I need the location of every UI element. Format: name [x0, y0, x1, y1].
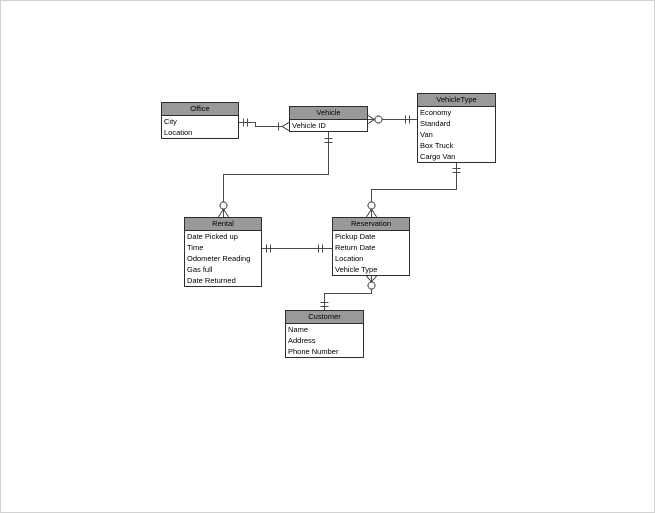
- attribute-row: Date Returned: [187, 276, 236, 285]
- attribute-row: Gas full: [187, 265, 213, 274]
- attribute-row: Pickup Date: [335, 232, 376, 241]
- attribute-row: City: [164, 117, 177, 126]
- attribute-row: Economy: [420, 108, 452, 117]
- connector-vehicletype-reservation[interactable]: [366, 163, 461, 218]
- entity-title: Rental: [185, 218, 261, 231]
- attribute-row: Location: [164, 128, 193, 137]
- attribute-row: Return Date: [335, 243, 376, 252]
- connector-rental-reservation[interactable]: [262, 244, 332, 253]
- attribute-row: Phone Number: [288, 347, 339, 356]
- connector-reservation-customer[interactable]: [320, 275, 377, 310]
- entity-title: Vehicle: [290, 107, 367, 120]
- connector-office-vehicle[interactable]: [239, 118, 290, 131]
- attribute-row: Cargo Van: [420, 152, 456, 161]
- attribute-row: Time: [187, 243, 204, 252]
- connector-vehicle-vehicletype[interactable]: [367, 115, 417, 124]
- attribute-row: Odometer Reading: [187, 254, 251, 263]
- connector-vehicle-rental[interactable]: [218, 132, 333, 218]
- attribute-row: Address: [288, 336, 316, 345]
- attribute-row: Vehicle ID: [292, 121, 326, 130]
- attribute-row: Vehicle Type: [335, 265, 378, 274]
- entity-title: Reservation: [333, 218, 409, 231]
- entity-title: Customer: [286, 311, 363, 324]
- entity-title: Office: [162, 103, 238, 116]
- attribute-row: Date Picked up: [187, 232, 238, 241]
- attribute-row: Van: [420, 130, 433, 139]
- attribute-row: Name: [288, 325, 309, 334]
- entity-title: VehicleType: [418, 94, 495, 107]
- attribute-row: Standard: [420, 119, 451, 128]
- attribute-row: Location: [335, 254, 364, 263]
- attribute-row: Box Truck: [420, 141, 454, 150]
